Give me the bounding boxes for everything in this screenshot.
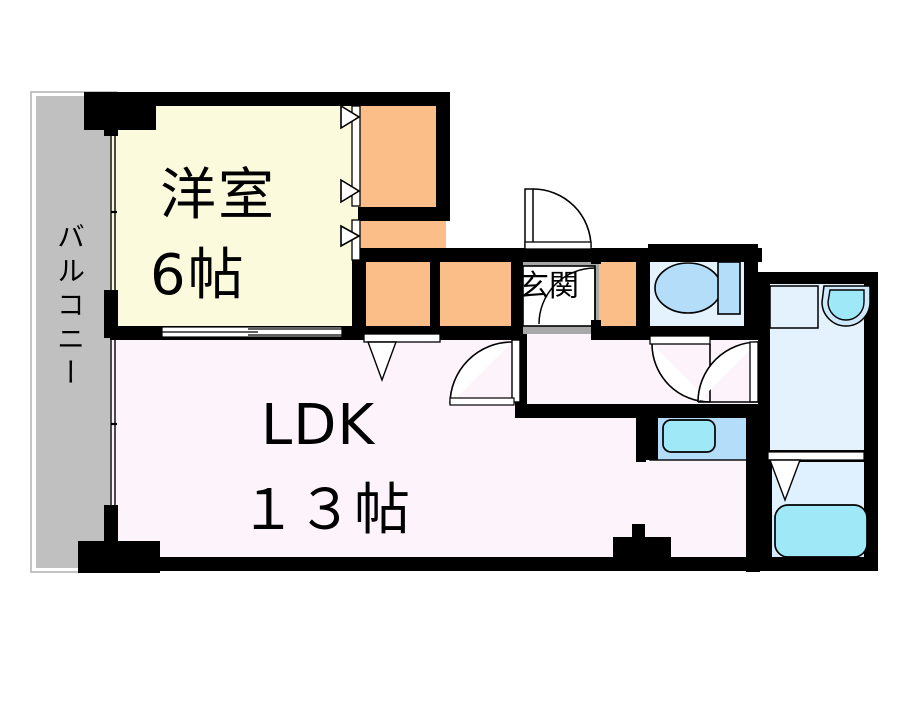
closet-door-markers[interactable] xyxy=(340,104,361,261)
vanity-counter xyxy=(769,285,819,329)
wall-washroom-left xyxy=(758,272,770,460)
toilet-fixture xyxy=(654,261,741,315)
genkan-inner-door[interactable] xyxy=(538,267,596,325)
ldk-door[interactable] xyxy=(449,339,521,406)
wall-kitchen-counter-top xyxy=(636,404,756,416)
washbasin-unit xyxy=(769,285,871,329)
column-bottom-mid-nub xyxy=(632,524,645,540)
wall-washroom-top xyxy=(758,272,878,284)
wall-shoe-closet-right xyxy=(636,248,650,340)
wall-toilet-top xyxy=(648,244,756,256)
wall-closet-lower-divider xyxy=(430,258,440,328)
wall-genkan-right-lower xyxy=(591,320,601,340)
balcony-floor xyxy=(36,96,113,568)
washroom-door[interactable] xyxy=(697,341,759,403)
bath-door[interactable] xyxy=(767,451,865,502)
column-bottom-mid xyxy=(613,537,671,565)
toilet-tank xyxy=(717,261,741,315)
column-top-left xyxy=(84,92,156,130)
bedroom-floor xyxy=(110,96,360,333)
balcony-sliding-windows[interactable] xyxy=(110,136,117,507)
wall-ldk-right xyxy=(646,404,658,460)
bathtub xyxy=(774,504,868,558)
bedroom-ldk-sliding-door[interactable] xyxy=(161,326,343,338)
wall-closet-bottom xyxy=(352,248,522,262)
wall-toilet-right xyxy=(744,244,758,336)
shoe-closet-floor xyxy=(598,258,640,334)
wall-bath-bottom-edge xyxy=(758,450,772,570)
wall-right-outer xyxy=(864,280,878,570)
wall-left-upper-stub xyxy=(104,92,118,136)
genkan-step xyxy=(522,265,596,327)
washbasin-bowl-inner xyxy=(827,289,865,321)
wall-group xyxy=(78,92,878,573)
wall-shoe-closet-bottom xyxy=(598,326,650,340)
closet-lower-right-floor xyxy=(438,258,516,334)
wall-closet-right-upper xyxy=(436,92,450,218)
kitchen-sink xyxy=(662,419,716,453)
wall-top-left xyxy=(110,92,450,106)
wall-closet-left xyxy=(352,248,366,340)
corridor-floor xyxy=(515,333,765,415)
entrance-door[interactable] xyxy=(524,188,592,250)
wall-closet-divider xyxy=(358,207,450,221)
wall-ldk-right-lower xyxy=(746,404,760,572)
closet-lower-left-floor xyxy=(358,258,434,334)
closet-lower-door[interactable] xyxy=(363,333,441,383)
wall-genkan-left xyxy=(511,248,523,340)
closet-upper-floor xyxy=(358,96,446,211)
wall-stub-kitchen-left xyxy=(636,412,646,462)
wall-bottom xyxy=(108,557,878,571)
